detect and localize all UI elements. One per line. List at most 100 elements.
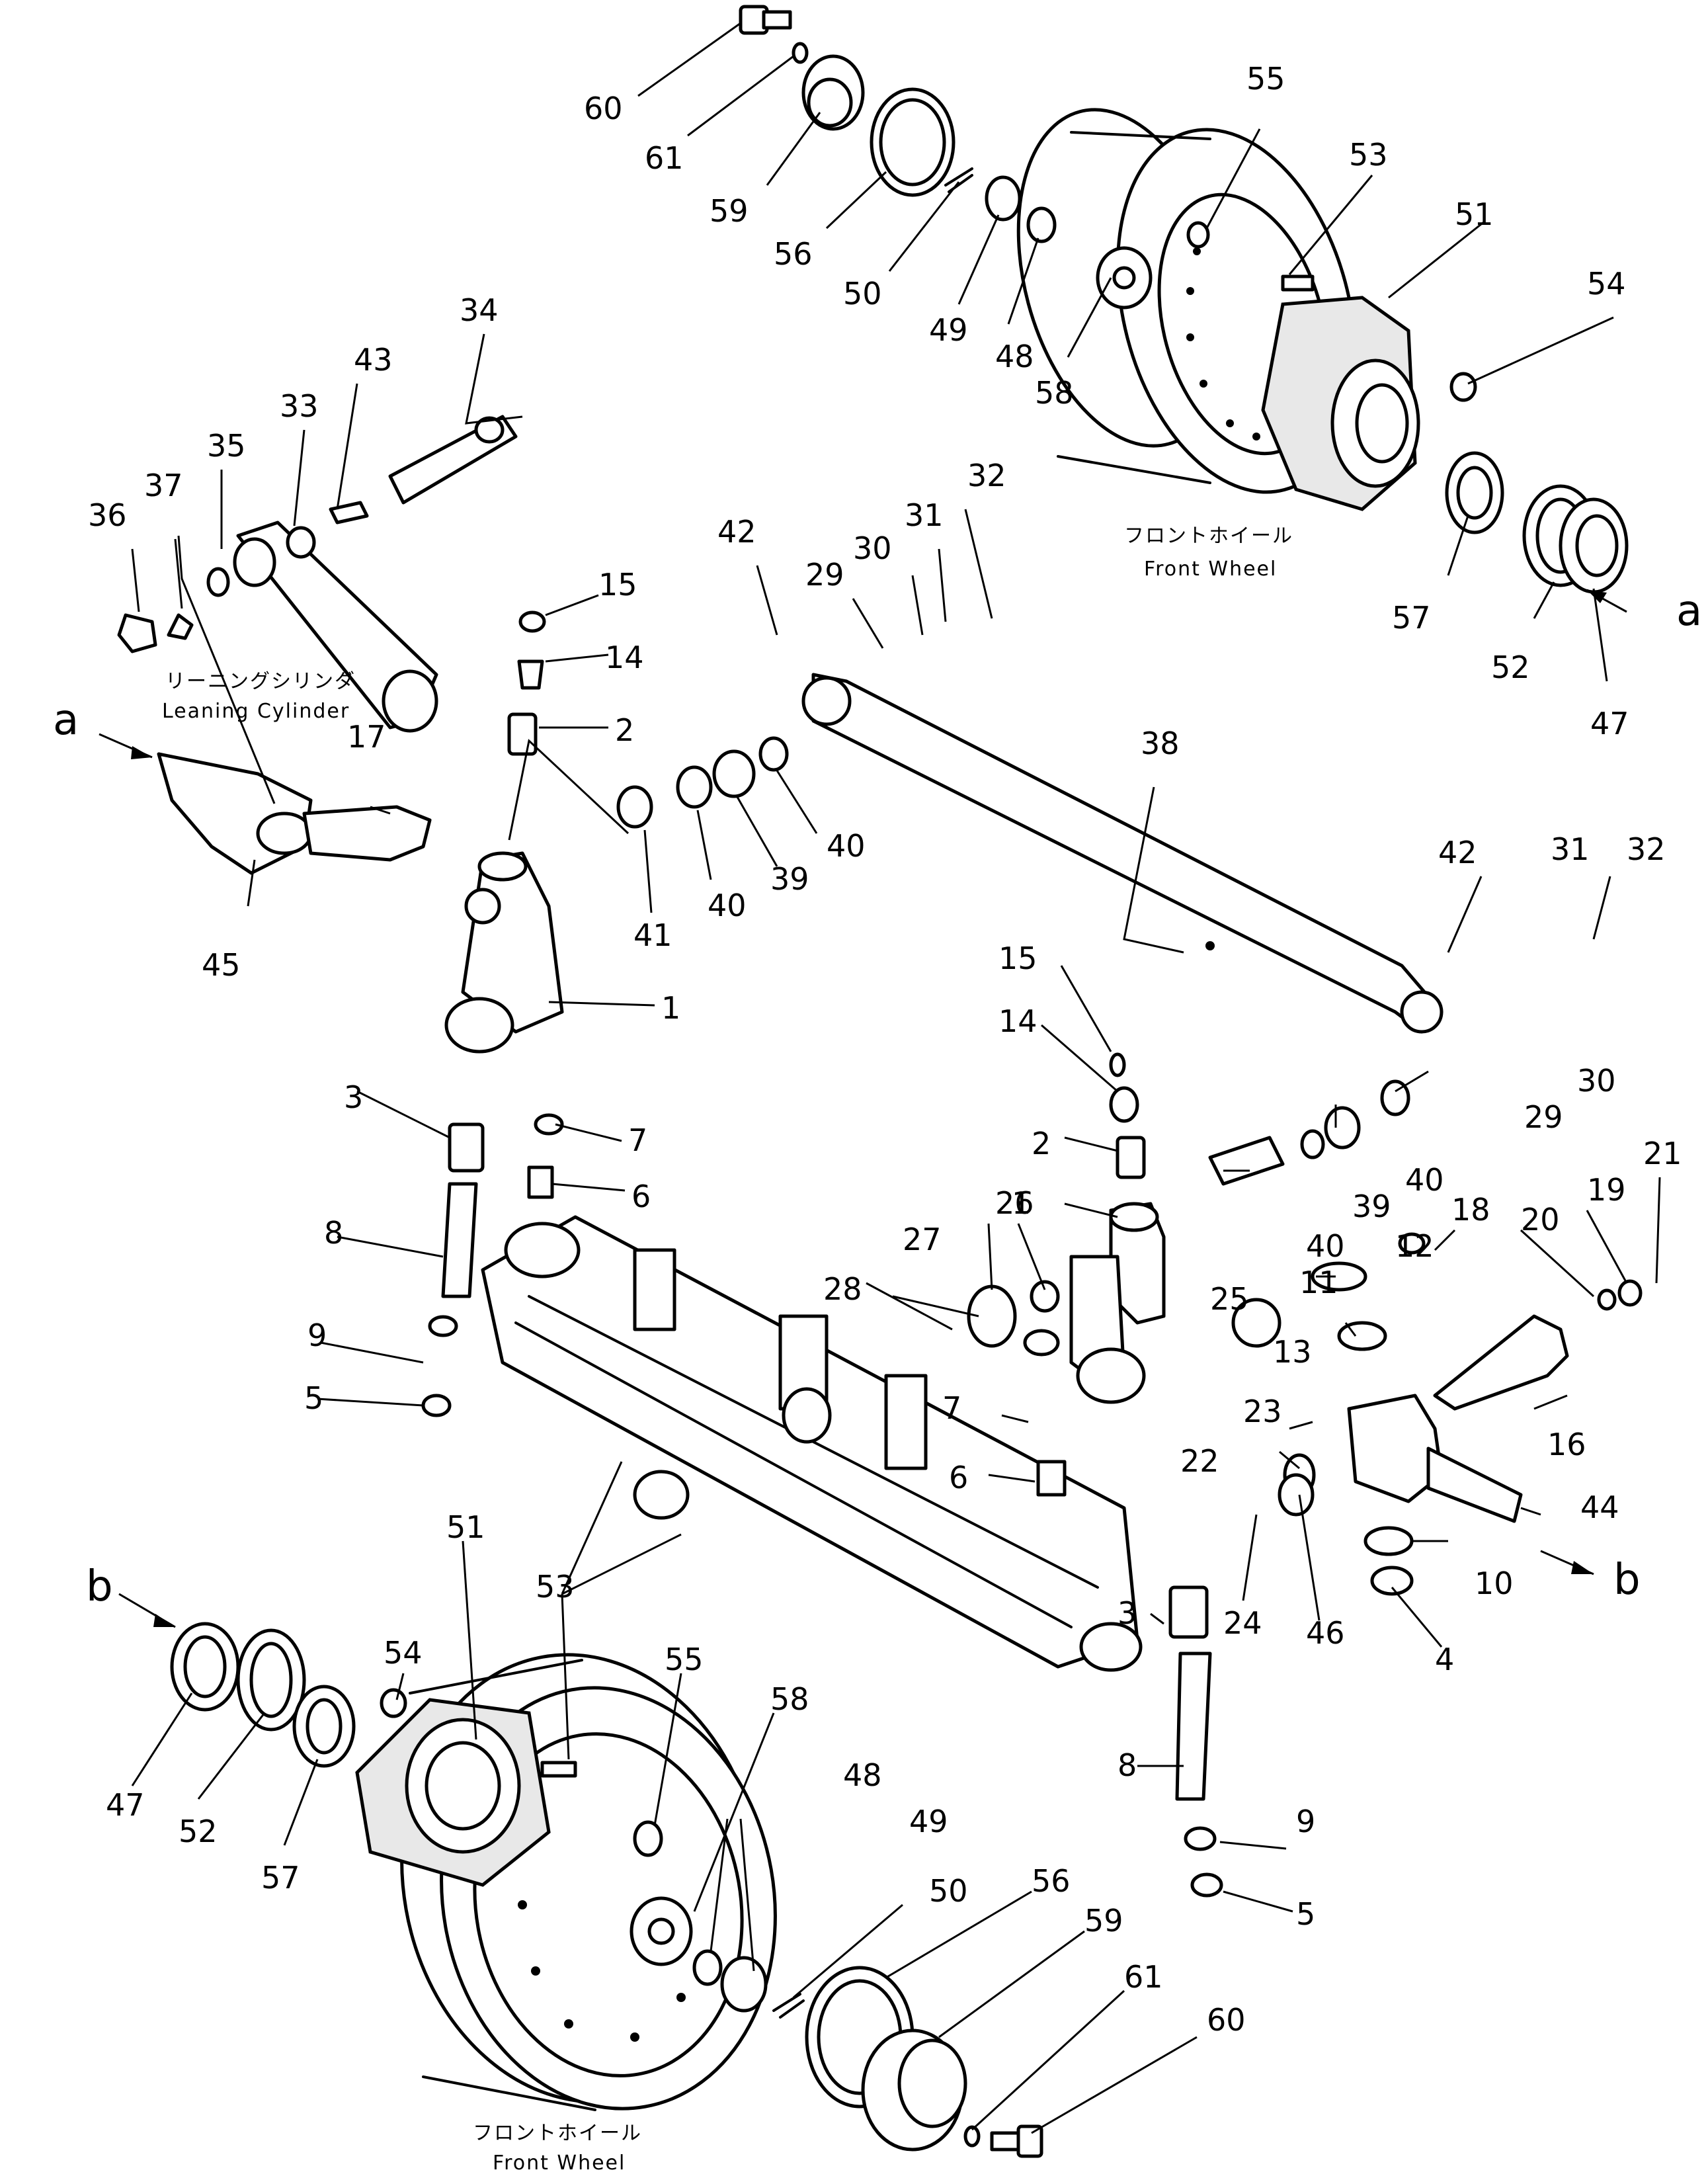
callout-45: 45 — [202, 947, 241, 983]
callout-1-left: 1 — [661, 990, 680, 1026]
callout-27: 27 — [903, 1222, 942, 1257]
callout-24: 24 — [1223, 1605, 1262, 1641]
callout-33: 33 — [280, 388, 319, 424]
callout-14-left: 14 — [605, 640, 644, 675]
callout-19: 19 — [1587, 1172, 1626, 1208]
callout-25: 25 — [1210, 1281, 1249, 1317]
callout-5-right: 5 — [1296, 1896, 1315, 1932]
callout-8-left: 8 — [324, 1215, 343, 1251]
callout-29-right: 29 — [1524, 1099, 1563, 1135]
callout-3-right: 3 — [1118, 1595, 1137, 1631]
callout-9-left: 9 — [307, 1318, 327, 1353]
left-knuckle — [157, 610, 789, 1417]
callout-39-left: 39 — [770, 861, 809, 897]
callout-40-c: 40 — [1306, 1228, 1345, 1264]
callout-26: 26 — [995, 1185, 1034, 1221]
callout-47-top: 47 — [1590, 706, 1629, 741]
callout-49-bottom: 49 — [909, 1804, 948, 1839]
callout-9-right: 9 — [1296, 1804, 1315, 1839]
callout-59-top: 59 — [710, 193, 749, 229]
callout-47-bottom: 47 — [106, 1787, 145, 1823]
callout-55-top: 55 — [1246, 61, 1285, 97]
caption-front-wheel-top-jp: フロントホイール — [1124, 524, 1293, 548]
caption-front-wheel-bottom-en: Front Wheel — [493, 2152, 626, 2173]
callout-31-right: 31 — [1551, 831, 1590, 867]
callout-36: 36 — [88, 497, 127, 533]
callout-7-left: 7 — [628, 1122, 647, 1158]
leader-lines — [131, 22, 1661, 2134]
tie-rod — [801, 673, 1444, 1034]
callout-57-top: 57 — [1392, 600, 1431, 636]
marker-b-left: b — [86, 1562, 113, 1611]
callout-58-bottom: 58 — [770, 1681, 809, 1717]
caption-front-wheel-bottom-jp: フロントホイール — [473, 2122, 642, 2145]
callout-17: 17 — [347, 719, 386, 755]
callout-58-top: 58 — [1035, 375, 1074, 411]
callout-15-left: 15 — [598, 567, 637, 603]
callout-51-top: 51 — [1455, 196, 1494, 232]
callout-3-left: 3 — [344, 1079, 363, 1115]
callout-2-right: 2 — [1032, 1126, 1051, 1161]
right-knuckle — [967, 1052, 1643, 1898]
callout-42-top: 42 — [717, 514, 756, 550]
callout-35: 35 — [207, 428, 246, 464]
callout-40-a: 40 — [708, 888, 747, 923]
callout-56-top: 56 — [774, 236, 813, 272]
callout-55-bottom: 55 — [665, 1642, 704, 1677]
callout-54-top: 54 — [1587, 266, 1626, 302]
callout-2-left: 2 — [615, 712, 634, 748]
callout-23: 23 — [1243, 1394, 1282, 1429]
callout-41: 41 — [633, 917, 672, 953]
callout-59-bottom: 59 — [1084, 1903, 1123, 1939]
marker-a-left: a — [53, 696, 79, 745]
callout-16: 16 — [1547, 1427, 1586, 1462]
callout-7-right: 7 — [942, 1390, 961, 1426]
callout-52-top: 52 — [1491, 649, 1530, 685]
caption-leaning-cylinder-jp: リーニングシリンダ — [165, 670, 356, 693]
marker-b-right: b — [1613, 1556, 1641, 1605]
callout-38: 38 — [1141, 726, 1180, 761]
callout-42-right: 42 — [1438, 835, 1477, 870]
front-wheel-bottom — [355, 1653, 777, 2111]
callout-50-top: 50 — [843, 276, 882, 312]
caption-front-wheel-top-en: Front Wheel — [1144, 558, 1277, 581]
callout-40-b: 40 — [827, 828, 866, 864]
callout-10: 10 — [1475, 1566, 1514, 1601]
callout-32-right: 32 — [1627, 831, 1666, 867]
callout-61-bottom: 61 — [1124, 1959, 1163, 1995]
callout-60-bottom: 60 — [1207, 2002, 1246, 2038]
callout-30-top: 30 — [853, 530, 892, 566]
callout-1-right: 1 — [1012, 1185, 1031, 1221]
callout-46: 46 — [1306, 1615, 1345, 1651]
callout-8-right: 8 — [1118, 1747, 1137, 1783]
bottom-hardware — [170, 1622, 1043, 2158]
callout-57-bottom: 57 — [261, 1860, 300, 1896]
callout-44: 44 — [1580, 1489, 1619, 1525]
callout-48-top: 48 — [995, 339, 1034, 374]
callout-37: 37 — [144, 468, 183, 503]
caption-leaning-cylinder-en: Leaning Cylinder — [162, 700, 350, 723]
callout-21: 21 — [1643, 1136, 1682, 1171]
callout-6-left: 6 — [631, 1179, 651, 1214]
callout-54-bottom: 54 — [384, 1635, 423, 1671]
callout-31-top: 31 — [905, 497, 944, 533]
callout-52-bottom: 52 — [179, 1814, 218, 1849]
callout-5-left: 5 — [304, 1380, 323, 1416]
callout-53-bottom: 53 — [536, 1569, 575, 1605]
front-wheel-top — [1016, 108, 1420, 511]
leaning-cylinder — [117, 415, 518, 733]
callout-13: 13 — [1273, 1334, 1312, 1370]
callout-56-bottom: 56 — [1032, 1863, 1071, 1899]
callout-34: 34 — [460, 292, 499, 328]
axle-beam — [481, 1215, 1143, 1672]
top-hardware — [739, 5, 1629, 594]
callout-14-right: 14 — [998, 1003, 1037, 1039]
callout-6-right: 6 — [949, 1460, 968, 1495]
callout-4: 4 — [1435, 1642, 1454, 1677]
callout-53-top: 53 — [1349, 137, 1388, 173]
callout-60-top: 60 — [584, 91, 623, 126]
callout-28: 28 — [823, 1271, 862, 1307]
marker-a-right: a — [1676, 587, 1702, 636]
